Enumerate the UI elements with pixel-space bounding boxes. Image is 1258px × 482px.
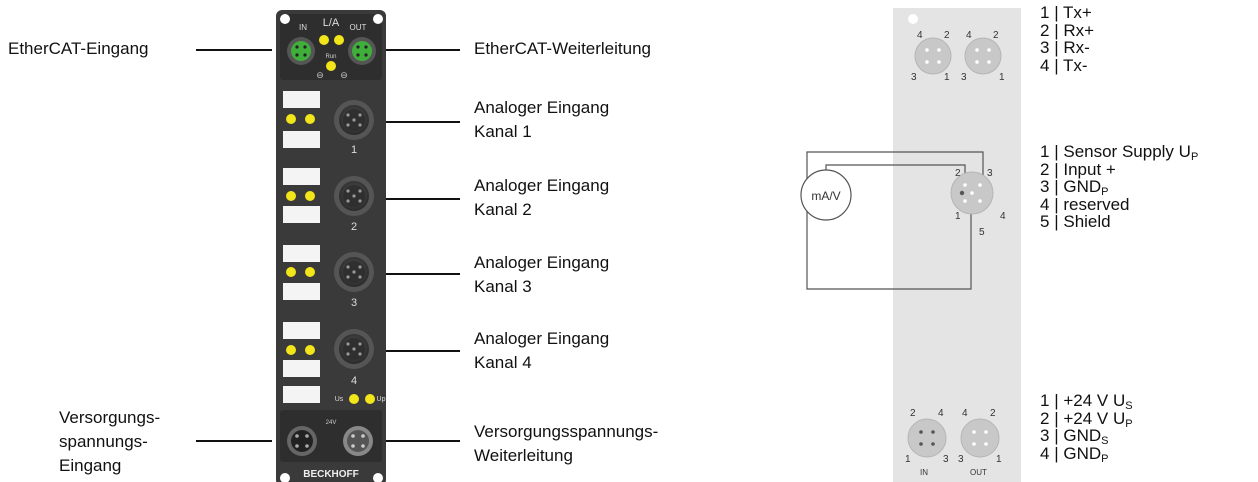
- ethercat-pin-list: 1 | Tx+ 2 | Rx+ 3 | Rx- 4 | Tx-: [1040, 4, 1094, 74]
- meter-symbol: mA/V: [800, 169, 852, 221]
- channel-2: 2: [283, 168, 374, 233]
- leader-line: [384, 49, 460, 51]
- pin-row: 3 | Rx-: [1040, 38, 1090, 57]
- pin-row: 2 | Input +: [1040, 159, 1116, 179]
- signal-pin-list: 1 | Sensor Supply UP 2 | Input + 3 | GND…: [1040, 143, 1198, 231]
- leader-line: [384, 350, 460, 352]
- pin-row: 1 | Sensor Supply UP: [1040, 142, 1199, 163]
- svg-text:1: 1: [999, 72, 1005, 83]
- top-out-label: OUT: [350, 23, 367, 32]
- channel-3: 3: [283, 245, 374, 309]
- mount-hole: [280, 14, 290, 24]
- brand-logo: BECKHOFF: [303, 469, 359, 480]
- led: [326, 61, 336, 71]
- pin-row: 4 | Tx-: [1040, 55, 1088, 75]
- diagram-ethercat-out: 4 2 3 1: [961, 30, 1005, 83]
- supply-out-connector: [343, 426, 373, 456]
- leader-line: [196, 440, 272, 442]
- led-us: [349, 394, 359, 404]
- label-ethercat-out: EtherCAT-Weiterleitung: [474, 39, 651, 58]
- supply-in-connector: [287, 426, 317, 456]
- diagram-panel: [893, 8, 1021, 482]
- pin-row: 5 | Shield: [1040, 212, 1111, 231]
- pin-row: 4 | GNDP: [1040, 443, 1109, 465]
- diagram-signal-connector: 2 3 1 4 5: [806, 151, 1006, 290]
- channel-4: 4: [283, 322, 374, 387]
- svg-text:3: 3: [958, 454, 964, 465]
- ethercat-out-connector: [348, 37, 376, 65]
- label-ethercat-in: EtherCAT-Eingang: [8, 39, 149, 58]
- svg-text:mA/V: mA/V: [811, 189, 840, 203]
- ethercat-in-connector: [287, 37, 315, 65]
- svg-text:3: 3: [961, 72, 967, 83]
- svg-text:4: 4: [962, 408, 968, 419]
- power-pin-list: 1 | +24 V US 2 | +24 V UP 3 | GNDS 4 | G…: [1040, 391, 1133, 465]
- svg-text:2: 2: [910, 408, 916, 419]
- svg-text:2: 2: [351, 221, 357, 233]
- svg-text:1: 1: [996, 454, 1002, 465]
- us-label: Us: [335, 396, 344, 403]
- svg-text:4: 4: [938, 408, 944, 419]
- pin-row: 3 | GNDS: [1040, 426, 1109, 447]
- pin-row: 2 | Rx+: [1040, 20, 1095, 40]
- svg-text:2: 2: [990, 408, 996, 419]
- diagram-power-out: 4 2 3 1 OUT: [958, 408, 1002, 477]
- svg-text:2: 2: [955, 168, 961, 179]
- top-la-label: L/A: [323, 17, 340, 29]
- svg-text:2: 2: [944, 30, 950, 41]
- supply-label: 24V: [326, 420, 337, 426]
- svg-text:3: 3: [943, 454, 949, 465]
- pin-row: 1 | Tx+: [1040, 3, 1092, 22]
- pin-row: 4 | reserved: [1040, 194, 1130, 214]
- mount-hole: [280, 473, 290, 482]
- svg-text:4: 4: [351, 375, 357, 387]
- svg-text:4: 4: [1000, 211, 1006, 222]
- svg-text:IN: IN: [920, 468, 928, 477]
- diagram-power-in: 2 4 1 3 IN: [905, 408, 949, 477]
- svg-text:1: 1: [944, 72, 950, 83]
- svg-text:⊖: ⊖: [316, 70, 324, 80]
- led-up: [365, 394, 375, 404]
- channel-1: 1: [283, 91, 374, 156]
- svg-text:4: 4: [917, 30, 923, 41]
- pin-row: 2 | +24 V UP: [1040, 408, 1133, 430]
- leader-line: [384, 273, 460, 275]
- svg-text:OUT: OUT: [970, 468, 987, 477]
- label-supply-in: Versorgungs-spannungs-Eingang: [59, 408, 161, 475]
- up-label: Up: [377, 396, 386, 403]
- diagram-ethercat-in: 4 2 3 1: [911, 30, 952, 83]
- leader-line: [384, 440, 460, 442]
- mount-hole: [373, 14, 383, 24]
- svg-text:1: 1: [905, 454, 911, 465]
- run-label: Run: [325, 54, 336, 60]
- leader-line: [196, 49, 272, 51]
- svg-text:3: 3: [911, 72, 917, 83]
- svg-text:2: 2: [993, 30, 999, 41]
- top-in-label: IN: [299, 23, 307, 32]
- svg-text:4: 4: [966, 30, 972, 41]
- svg-text:1: 1: [955, 211, 961, 222]
- svg-text:5: 5: [979, 227, 985, 238]
- mount-hole: [373, 473, 383, 482]
- svg-text:⊖: ⊖: [340, 70, 348, 80]
- led: [319, 35, 329, 45]
- pin-row: 3 | GNDP: [1040, 177, 1109, 198]
- svg-text:1: 1: [351, 144, 357, 156]
- leader-line: [384, 121, 460, 123]
- svg-text:3: 3: [351, 297, 357, 309]
- label-supply-out: Versorgungsspannungs-Weiterleitung: [474, 422, 659, 465]
- led: [334, 35, 344, 45]
- leader-line: [384, 198, 460, 200]
- svg-text:3: 3: [987, 168, 993, 179]
- pin-row: 1 | +24 V US: [1040, 391, 1133, 412]
